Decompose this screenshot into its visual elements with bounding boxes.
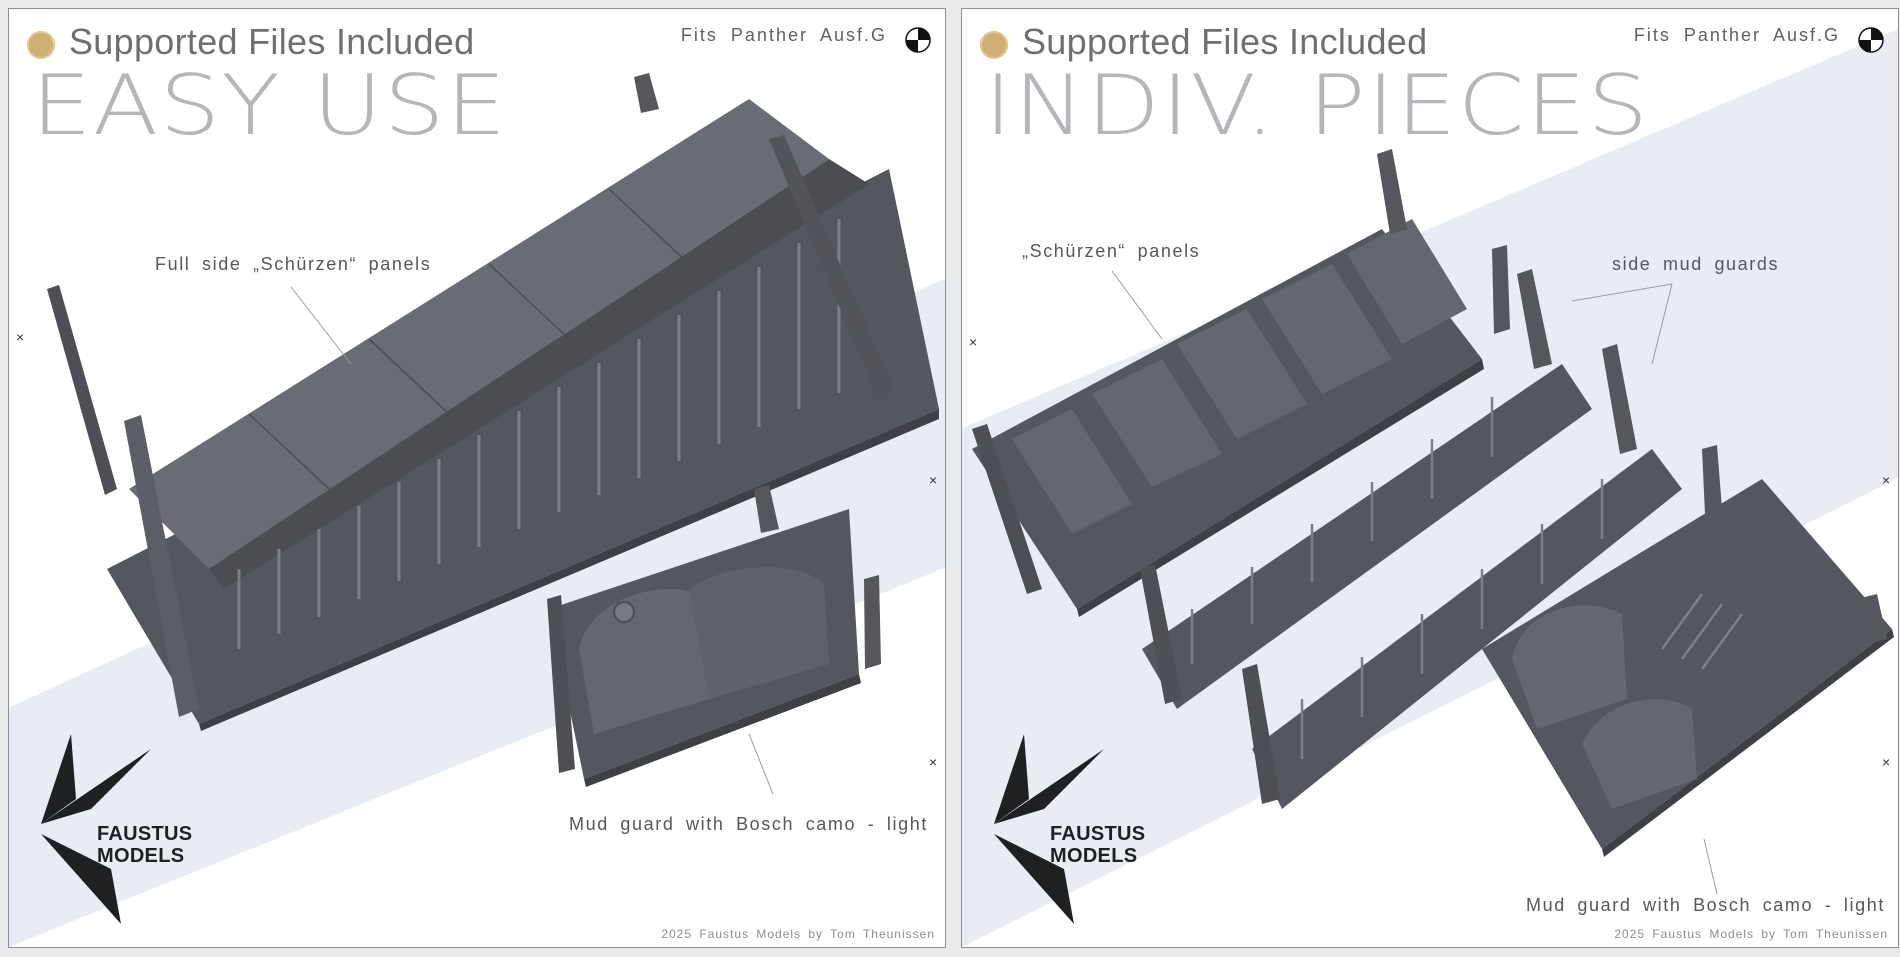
faustus-logo-icon bbox=[994, 734, 1104, 924]
print-plates-render bbox=[972, 149, 1894, 857]
annotation-mud-guard: Mud guard with Bosch camo - light bbox=[1526, 895, 1885, 915]
print-plate-render bbox=[47, 73, 939, 787]
checker-circle-logo-icon bbox=[1858, 27, 1884, 53]
copyright: 2025 Faustus Models by Tom Theunissen bbox=[661, 927, 935, 941]
annotation-full-panels: Full side „Schürzen“ panels bbox=[155, 254, 432, 274]
brand-name: FAUSTUS MODELS bbox=[97, 823, 193, 867]
brand-name: FAUSTUS MODELS bbox=[1050, 823, 1146, 867]
fits-label: Fits Panther Ausf.G bbox=[1633, 25, 1840, 45]
crop-mark: × bbox=[969, 334, 978, 350]
annotation-schurzen-panels: „Schürzen“ panels bbox=[1022, 241, 1201, 261]
gold-dot-icon bbox=[980, 31, 1008, 59]
gold-dot-icon bbox=[27, 31, 55, 59]
supported-files-tag: Supported Files Included bbox=[69, 21, 475, 62]
supported-files-tag: Supported Files Included bbox=[1022, 21, 1428, 62]
headline: EASY USE bbox=[31, 57, 508, 154]
checker-circle-logo-icon bbox=[905, 27, 931, 53]
leader-lines bbox=[1111, 270, 1718, 895]
annotation-side-mud-guards: side mud guards bbox=[1612, 254, 1780, 274]
faustus-logo-icon bbox=[41, 734, 151, 924]
panel-easy-use: Supported Files Included EASY USE Fits P… bbox=[8, 8, 946, 948]
leader-lines bbox=[290, 286, 774, 795]
headline: INDIV. PIECES bbox=[984, 57, 1650, 154]
crop-mark: × bbox=[1882, 472, 1891, 488]
crop-mark: × bbox=[929, 754, 938, 770]
copyright: 2025 Faustus Models by Tom Theunissen bbox=[1614, 927, 1888, 941]
panel-indiv-pieces: Supported Files Included INDIV. PIECES F… bbox=[961, 8, 1899, 948]
fits-label: Fits Panther Ausf.G bbox=[680, 25, 887, 45]
crop-mark: × bbox=[929, 472, 938, 488]
crop-mark: × bbox=[1882, 754, 1891, 770]
annotation-mud-guard: Mud guard with Bosch camo - light bbox=[569, 814, 928, 834]
crop-mark: × bbox=[16, 329, 25, 345]
